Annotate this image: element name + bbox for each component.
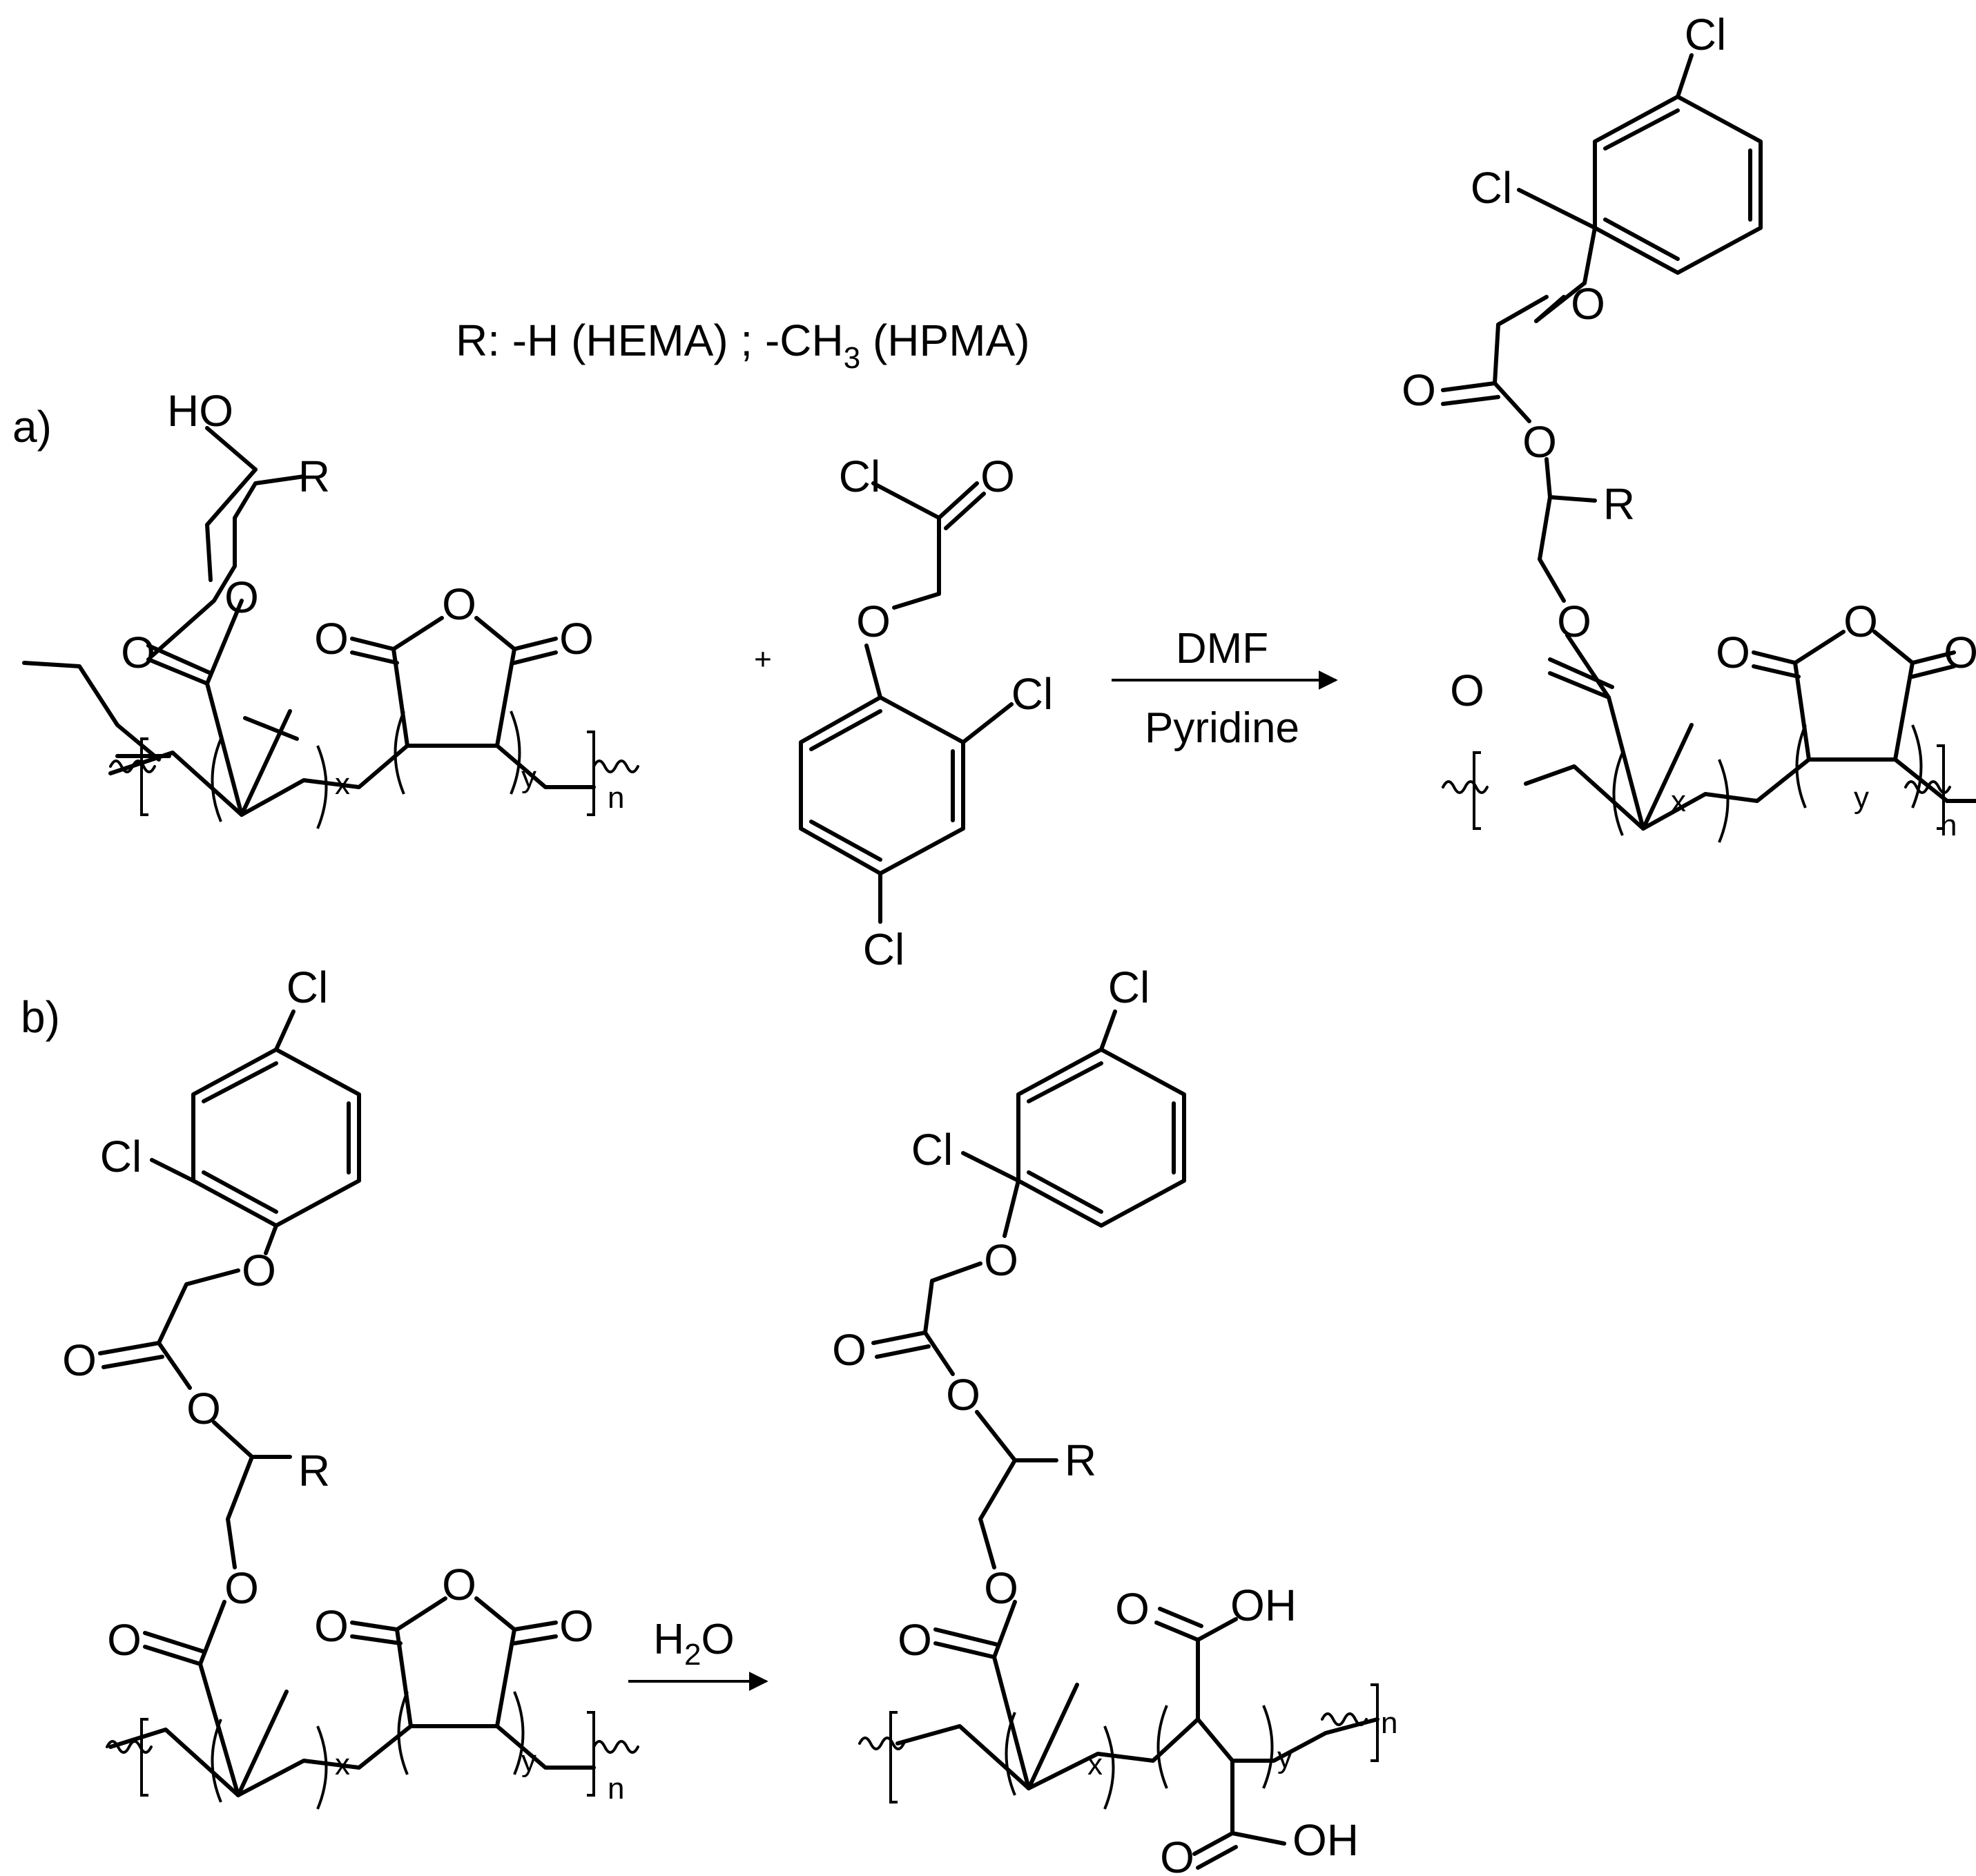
reactant-acid-chloride [799, 481, 1014, 924]
atom-o: O [559, 614, 594, 664]
repeat-y: y [1854, 781, 1869, 815]
atom-o: O [62, 1335, 97, 1385]
atom-o: O [980, 452, 1015, 501]
atom-o: O [1450, 666, 1484, 715]
atom-r: R [298, 1446, 330, 1496]
repeat-n: n [608, 781, 624, 815]
plus-sign: + [754, 643, 772, 677]
atom-o: O [186, 1384, 221, 1433]
atom-o: O [1571, 279, 1605, 329]
reactant-polymer-bonds [205, 426, 258, 582]
atom-o: O [946, 1370, 980, 1420]
atom-r: R [1603, 479, 1635, 529]
atom-r: R [1065, 1435, 1096, 1485]
atom-o: O [1843, 597, 1878, 646]
atom-o: O [1160, 1833, 1194, 1876]
panel-a-label: a) [12, 402, 52, 452]
atom-oh: OH [1230, 1580, 1297, 1630]
atom-ho: HO [167, 386, 233, 436]
repeat-n: n [1381, 1706, 1397, 1740]
atom-o: O [984, 1563, 1018, 1613]
reactant-polymer [22, 474, 639, 829]
repeat-y: y [521, 1744, 536, 1778]
repeat-x: x [335, 767, 350, 801]
atom-cl: Cl [863, 925, 904, 974]
atom-o: O [314, 1601, 349, 1651]
atom-o: O [1716, 628, 1750, 677]
product-a [1441, 53, 1976, 843]
atom-o: O [1115, 1584, 1150, 1634]
repeat-y: y [521, 760, 536, 794]
repeat-x: x [335, 1748, 350, 1781]
atom-o: O [224, 572, 259, 622]
atom-o: O [442, 1560, 476, 1609]
atom-o: O [1402, 365, 1436, 415]
atom-cl: Cl [839, 452, 880, 501]
atom-r: R [298, 452, 330, 501]
condition-pyridine: Pyridine [1145, 704, 1299, 752]
atom-o: O [121, 628, 155, 677]
repeat-x: x [1671, 784, 1686, 818]
atom-o: O [559, 1601, 594, 1651]
atom-o: O [984, 1235, 1018, 1285]
atom-cl: Cl [1011, 669, 1053, 719]
product-b [858, 1009, 1379, 1870]
atom-cl: Cl [1685, 10, 1726, 59]
atom-cl: Cl [1108, 963, 1150, 1012]
atom-o: O [442, 579, 476, 629]
atom-cl: Cl [1471, 163, 1512, 213]
atom-o: O [107, 1615, 142, 1665]
atom-o: O [224, 1563, 259, 1613]
panel-b-label: b) [21, 992, 60, 1042]
atom-cl: Cl [287, 963, 328, 1012]
atom-o: O [832, 1325, 866, 1375]
atom-oh: OH [1292, 1815, 1359, 1865]
atom-o: O [1522, 417, 1557, 467]
condition-dmf: DMF [1176, 625, 1268, 673]
atom-o: O [314, 614, 349, 664]
r-group-definition: R: -H (HEMA) ; -CH3 (HPMA) [456, 316, 1030, 375]
repeat-x: x [1087, 1748, 1103, 1781]
atom-cl: Cl [911, 1125, 953, 1174]
atom-o: O [1944, 628, 1976, 677]
atom-o: O [1557, 597, 1591, 646]
atom-o: O [898, 1615, 932, 1665]
reactant-b [98, 1009, 639, 1810]
repeat-n: n [1940, 809, 1957, 842]
repeat-y: y [1277, 1741, 1292, 1775]
atom-cl: Cl [100, 1132, 142, 1181]
repeat-n: n [608, 1772, 624, 1806]
condition-water: H2O [653, 1616, 735, 1672]
atom-o: O [856, 597, 891, 646]
atom-o: O [242, 1246, 276, 1295]
